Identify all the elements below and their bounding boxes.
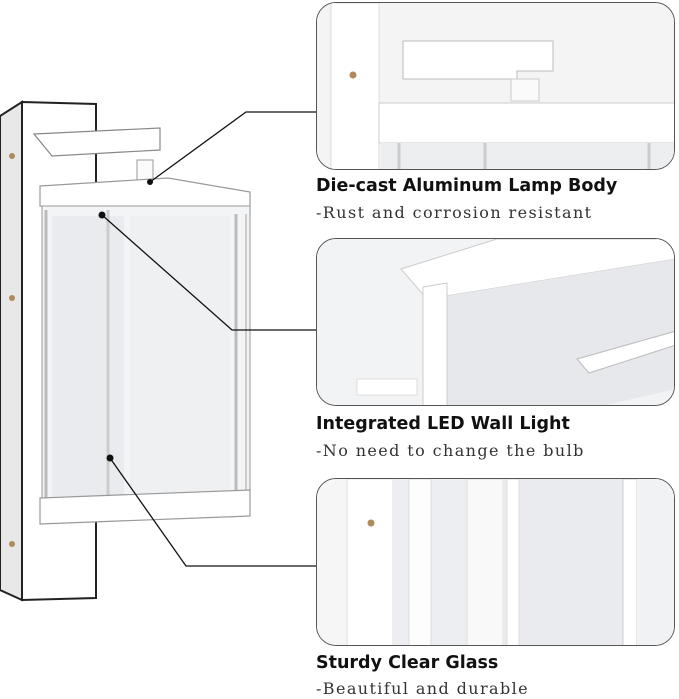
- feature-subtitle-glass: -Beautiful and durable: [316, 679, 529, 698]
- feature-subtitle-led: -No need to change the bulb: [316, 441, 585, 460]
- screw-icon: [367, 519, 375, 527]
- lamp-body-closeup: [317, 3, 674, 169]
- feature-subtitle-lamp-body: -Rust and corrosion resistant: [316, 203, 593, 222]
- feature-title-glass: Sturdy Clear Glass: [316, 653, 499, 673]
- detail-panel-led: [316, 238, 675, 406]
- detail-panel-glass: [316, 478, 675, 646]
- detail-panel-lamp-body: [316, 2, 675, 170]
- screw-icon: [9, 541, 15, 547]
- wall-light-product-image: [0, 100, 251, 602]
- feature-title-led: Integrated LED Wall Light: [316, 414, 570, 434]
- led-closeup: [317, 239, 674, 405]
- feature-title-lamp-body: Die-cast Aluminum Lamp Body: [316, 176, 618, 196]
- screw-icon: [349, 71, 357, 79]
- screw-icon: [9, 295, 15, 301]
- screw-icon: [9, 153, 15, 159]
- glass-closeup: [317, 479, 674, 645]
